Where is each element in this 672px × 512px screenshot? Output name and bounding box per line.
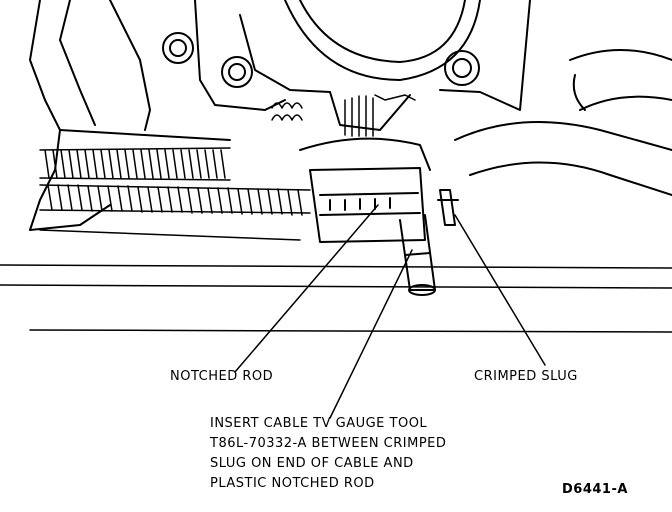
leader-crimped-slug bbox=[454, 214, 546, 366]
instruction-line-3: SLUG ON END OF CABLE AND bbox=[210, 456, 414, 471]
notched-rod bbox=[299, 137, 431, 243]
bracket-spring bbox=[271, 94, 416, 137]
instruction-text: INSERT CABLE TV GAUGE TOOL T86L-70332-A … bbox=[210, 416, 446, 496]
leader-lines bbox=[234, 204, 546, 419]
base-lines bbox=[0, 229, 672, 333]
mounting-bolt-left bbox=[221, 56, 253, 88]
figure-id: D6441-A bbox=[562, 482, 628, 497]
instruction-line-2: T86L-70332-A BETWEEN CRIMPED bbox=[210, 436, 447, 451]
instruction-line-4: PLASTIC NOTCHED ROD bbox=[210, 476, 375, 491]
leader-gauge-tool bbox=[329, 249, 413, 419]
left-housing bbox=[29, 0, 231, 231]
right-hose bbox=[454, 49, 672, 196]
leader-notched-rod bbox=[234, 204, 379, 373]
crimped-slug bbox=[437, 189, 459, 226]
mounting-bolt-top bbox=[162, 32, 194, 64]
label-crimped-slug: CRIMPED SLUG bbox=[474, 369, 578, 384]
label-notched-rod: NOTCHED ROD bbox=[170, 369, 274, 384]
gauge-tool bbox=[399, 214, 436, 296]
central-bracket bbox=[194, 0, 531, 131]
cable-conduit-spring bbox=[39, 147, 311, 216]
mounting-bolt-right bbox=[444, 50, 480, 86]
instruction-line-1: INSERT CABLE TV GAUGE TOOL bbox=[210, 416, 428, 431]
